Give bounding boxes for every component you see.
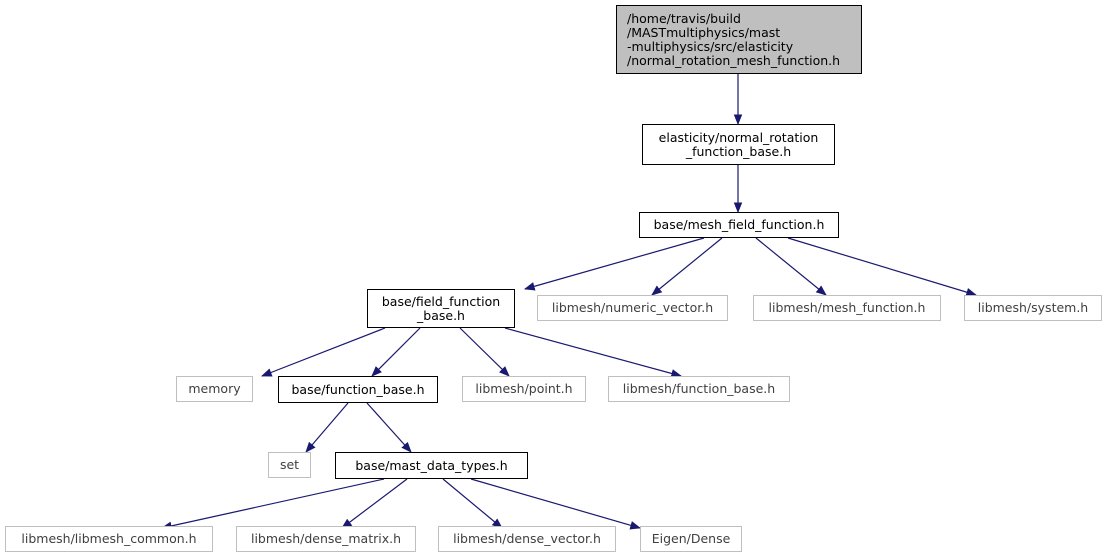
edge-field-function-to-point — [459, 327, 510, 377]
edge-mast-data-types-to-libmesh-common — [160, 478, 385, 531]
edge-mesh-field-to-field-function — [523, 237, 705, 291]
edge-mast-data-types-to-eigen-dense — [470, 478, 642, 530]
node-mesh-function: libmesh/mesh_function.h — [753, 295, 941, 321]
node-libmesh-common: libmesh/libmesh_common.h — [5, 526, 213, 552]
edge-mesh-field-to-mesh-function — [755, 237, 827, 296]
node-eigen-dense: Eigen/Dense — [640, 526, 742, 552]
node-mast-data-types[interactable]: base/mast_data_types.h — [335, 452, 528, 479]
edge-field-function-to-memory — [260, 327, 386, 377]
edge-function-base-to-set — [305, 402, 349, 453]
node-memory: memory — [176, 376, 253, 402]
edge-mast-data-types-to-dense-vector — [442, 478, 503, 529]
node-point: libmesh/point.h — [462, 376, 586, 402]
edge-mast-data-types-to-dense-matrix — [341, 478, 408, 529]
node-mesh-field-function[interactable]: base/mesh_field_function.h — [639, 212, 839, 238]
node-set: set — [268, 452, 311, 478]
edge-mesh-field-to-system — [787, 237, 978, 297]
node-dense-vector: libmesh/dense_vector.h — [438, 526, 616, 552]
root-file-node: /home/travis/build /MASTmultiphysics/mas… — [616, 5, 862, 74]
node-dense-matrix: libmesh/dense_matrix.h — [236, 526, 416, 552]
edge-mesh-field-to-numeric-vector — [651, 237, 723, 296]
node-function-base[interactable]: base/function_base.h — [278, 376, 438, 403]
node-numeric-vector: libmesh/numeric_vector.h — [537, 295, 728, 321]
edge-field-function-to-libmesh-function-base — [504, 327, 683, 378]
node-field-function-base[interactable]: base/field_function _base.h — [367, 289, 515, 328]
edge-function-base-to-mast-data-types — [366, 402, 412, 453]
edge-field-function-to-function-base — [371, 327, 421, 377]
node-system: libmesh/system.h — [964, 295, 1102, 321]
node-normal-rotation-function-base[interactable]: elasticity/normal_rotation _function_bas… — [642, 124, 835, 165]
node-libmesh-function-base: libmesh/function_base.h — [608, 376, 790, 402]
